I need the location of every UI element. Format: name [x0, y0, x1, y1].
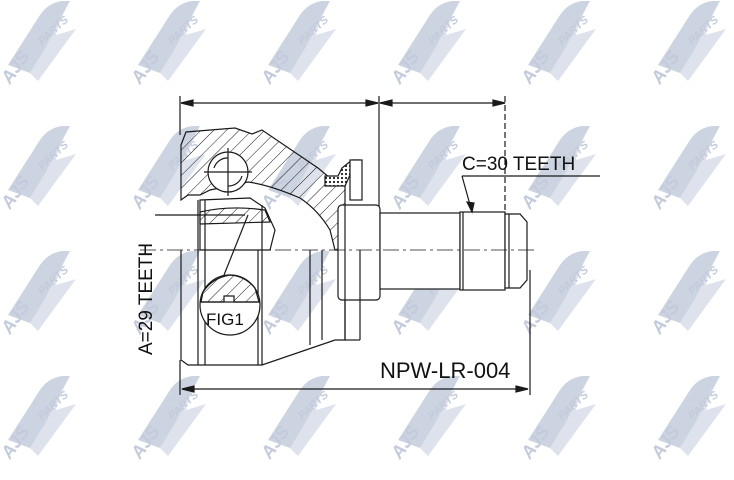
outer-spline-label: C=30 TEETH — [462, 154, 575, 175]
inner-spline-label: A=29 TEETH — [136, 243, 157, 355]
detail-figure-label: FIG1 — [206, 310, 244, 329]
joint-drawing — [140, 96, 600, 395]
part-number: NPW-LR-004 — [380, 358, 510, 383]
